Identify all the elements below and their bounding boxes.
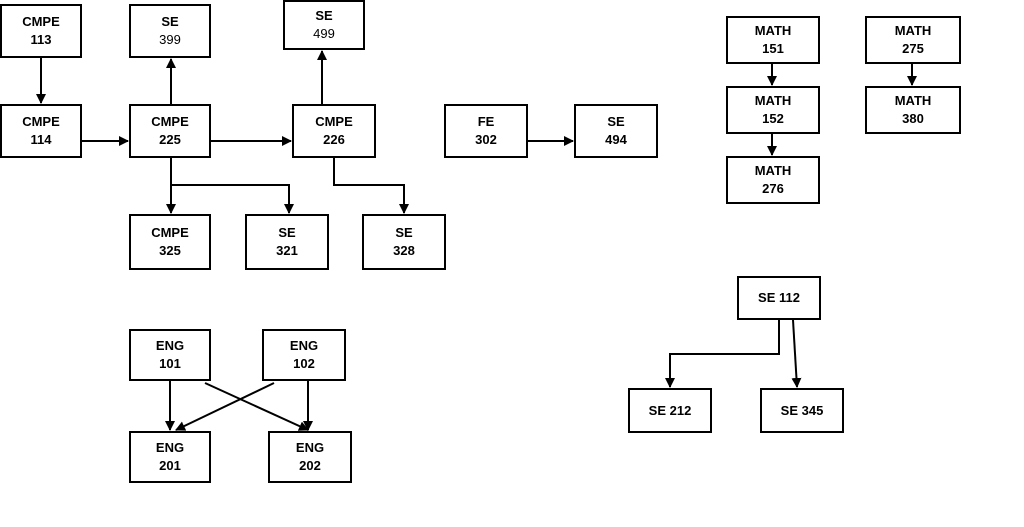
course-number: 275 xyxy=(902,41,924,56)
course-number: 499 xyxy=(313,26,335,41)
course-number: 399 xyxy=(159,32,181,47)
course-number: 226 xyxy=(323,132,345,147)
course-se-321: SE 321 xyxy=(245,214,329,270)
course-code: MATH xyxy=(754,163,792,178)
course-eng-102: ENG 102 xyxy=(262,329,346,381)
course-number: 114 xyxy=(30,132,52,147)
course-code: MATH xyxy=(754,93,792,108)
course-code: SE xyxy=(315,8,333,23)
course-code: ENG xyxy=(155,338,185,353)
course-math-276: MATH 276 xyxy=(726,156,820,204)
course-cmpe-114: CMPE 114 xyxy=(0,104,82,158)
course-code: SE xyxy=(607,114,625,129)
edge-cmpe225-to-se321 xyxy=(171,184,294,214)
course-number: 325 xyxy=(159,243,181,258)
edge-eng101-to-eng202 xyxy=(204,382,309,431)
course-math-152: MATH 152 xyxy=(726,86,820,134)
course-number: 101 xyxy=(159,356,181,371)
course-se-212: SE 212 xyxy=(628,388,712,433)
course-number: 225 xyxy=(159,132,181,147)
edge-eng102-to-eng201 xyxy=(175,382,275,431)
course-cmpe-325: CMPE 325 xyxy=(129,214,211,270)
course-code: FE xyxy=(477,114,495,129)
course-number: 321 xyxy=(276,243,298,258)
course-cmpe-225: CMPE 225 xyxy=(129,104,211,158)
course-code: MATH xyxy=(754,23,792,38)
course-fe-302: FE 302 xyxy=(444,104,528,158)
course-eng-201: ENG 201 xyxy=(129,431,211,483)
course-code: ENG xyxy=(295,440,325,455)
course-code: MATH xyxy=(894,93,932,108)
course-number: 328 xyxy=(393,243,415,258)
course-code: SE xyxy=(278,225,296,240)
course-code: ENG xyxy=(289,338,319,353)
course-se-499: SE 499 xyxy=(283,0,365,50)
course-code: CMPE xyxy=(151,114,189,129)
edge-se112-to-se212 xyxy=(665,320,780,388)
course-code: MATH xyxy=(894,23,932,38)
course-se-112: SE 112 xyxy=(737,276,821,320)
course-label: SE 345 xyxy=(780,402,824,418)
course-number: 494 xyxy=(605,132,627,147)
course-eng-101: ENG 101 xyxy=(129,329,211,381)
course-code: CMPE xyxy=(151,225,189,240)
course-eng-202: ENG 202 xyxy=(268,431,352,483)
course-number: 151 xyxy=(762,41,784,56)
course-code: CMPE xyxy=(315,114,353,129)
course-se-399: SE 399 xyxy=(129,4,211,58)
course-math-380: MATH 380 xyxy=(865,86,961,134)
course-cmpe-226: CMPE 226 xyxy=(292,104,376,158)
course-number: 113 xyxy=(30,32,52,47)
course-code: ENG xyxy=(155,440,185,455)
course-label: SE 112 xyxy=(758,290,800,305)
course-se-328: SE 328 xyxy=(362,214,446,270)
course-number: 276 xyxy=(762,181,784,196)
edge-cmpe226-to-se328 xyxy=(333,158,409,214)
course-code: CMPE xyxy=(22,114,60,129)
edge-se112-to-se345 xyxy=(791,319,802,388)
course-se-494: SE 494 xyxy=(574,104,658,158)
course-number: 201 xyxy=(159,458,181,473)
course-math-151: MATH 151 xyxy=(726,16,820,64)
course-se-345: SE 345 xyxy=(760,388,844,433)
course-code: SE xyxy=(395,225,413,240)
course-number: 302 xyxy=(475,132,497,147)
course-label: SE 212 xyxy=(648,402,692,418)
course-cmpe-113: CMPE 113 xyxy=(0,4,82,58)
course-number: 380 xyxy=(902,111,924,126)
course-number: 152 xyxy=(762,111,784,126)
course-code: CMPE xyxy=(22,14,60,29)
course-code: SE xyxy=(161,14,179,29)
course-number: 202 xyxy=(299,458,321,473)
course-math-275: MATH 275 xyxy=(865,16,961,64)
course-number: 102 xyxy=(293,356,315,371)
